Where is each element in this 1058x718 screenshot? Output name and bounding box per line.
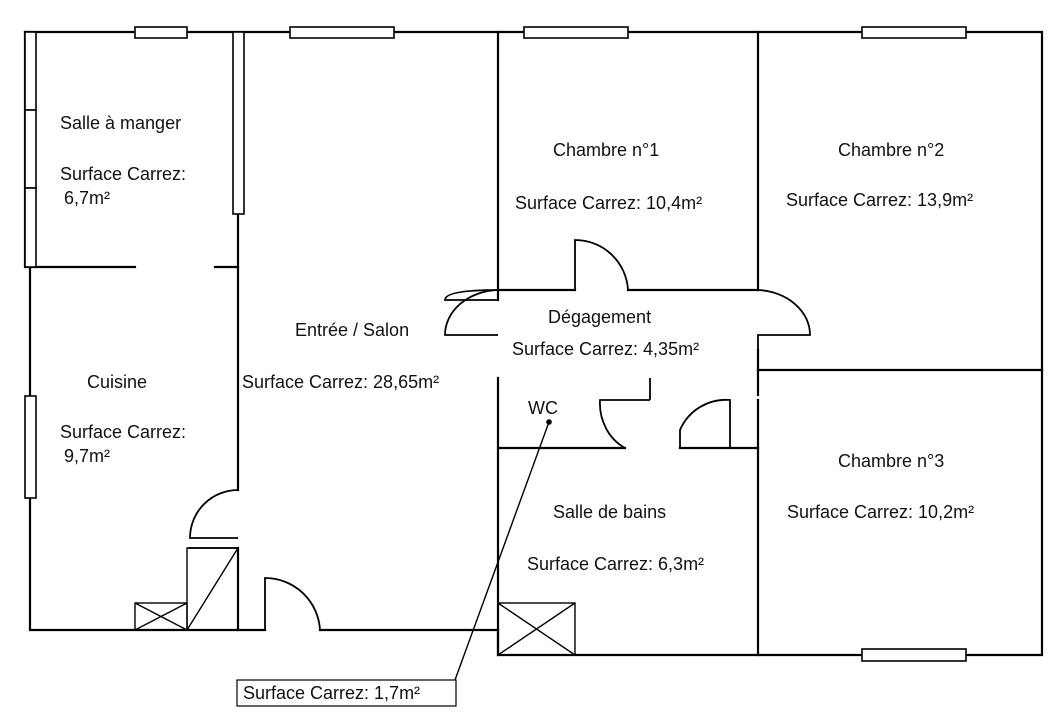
- room-name-salle-de-bains: Salle de bains: [553, 502, 666, 522]
- room-area-salle-de-bains: Surface Carrez: 6,3m²: [527, 554, 704, 574]
- room-area-label-cuisine: Surface Carrez:: [60, 422, 186, 442]
- room-name-cuisine: Cuisine: [87, 372, 147, 392]
- room-area-value-salle-a-manger: 6,7m²: [64, 188, 110, 208]
- room-area-chambre-1: Surface Carrez: 10,4m²: [515, 193, 702, 213]
- wc-callout: Surface Carrez: 1,7m²: [236, 419, 552, 707]
- room-area-chambre-3: Surface Carrez: 10,2m²: [787, 502, 974, 522]
- room-name-chambre-2: Chambre n°2: [838, 140, 944, 160]
- window-bottom-1: [861, 648, 967, 662]
- room-name-degagement: Dégagement: [548, 307, 651, 327]
- window-top-4: [861, 26, 967, 39]
- window-top-3: [523, 26, 629, 39]
- room-name-entree-salon: Entrée / Salon: [295, 320, 409, 340]
- window-top-2: [289, 26, 395, 39]
- window-left-3: [24, 187, 37, 268]
- room-area-degagement: Surface Carrez: 4,35m²: [512, 339, 699, 359]
- room-area-entree-salon: Surface Carrez: 28,65m²: [242, 372, 439, 392]
- room-name-chambre-3: Chambre n°3: [838, 451, 944, 471]
- room-name-salle-a-manger: Salle à manger: [60, 113, 181, 133]
- room-area-chambre-2: Surface Carrez: 13,9m²: [786, 190, 973, 210]
- window-left-1: [24, 31, 37, 111]
- window-left-4: [24, 395, 37, 499]
- wc-area-label: Surface Carrez: 1,7m²: [243, 683, 420, 703]
- window-top-1: [134, 26, 188, 39]
- wc-area-box: [236, 679, 457, 707]
- interior-walls: [28, 30, 1044, 657]
- room-labels: Salle à manger Surface Carrez: 6,7m² Cui…: [60, 113, 974, 574]
- window-left-2: [24, 109, 37, 189]
- room-name-chambre-1: Chambre n°1: [553, 140, 659, 160]
- window-salon-partition: [232, 31, 245, 215]
- room-name-wc: WC: [528, 398, 558, 418]
- fixtures: [134, 547, 576, 656]
- room-area-label-salle-a-manger: Surface Carrez:: [60, 164, 186, 184]
- room-area-value-cuisine: 9,7m²: [64, 446, 110, 466]
- windows: [24, 26, 967, 662]
